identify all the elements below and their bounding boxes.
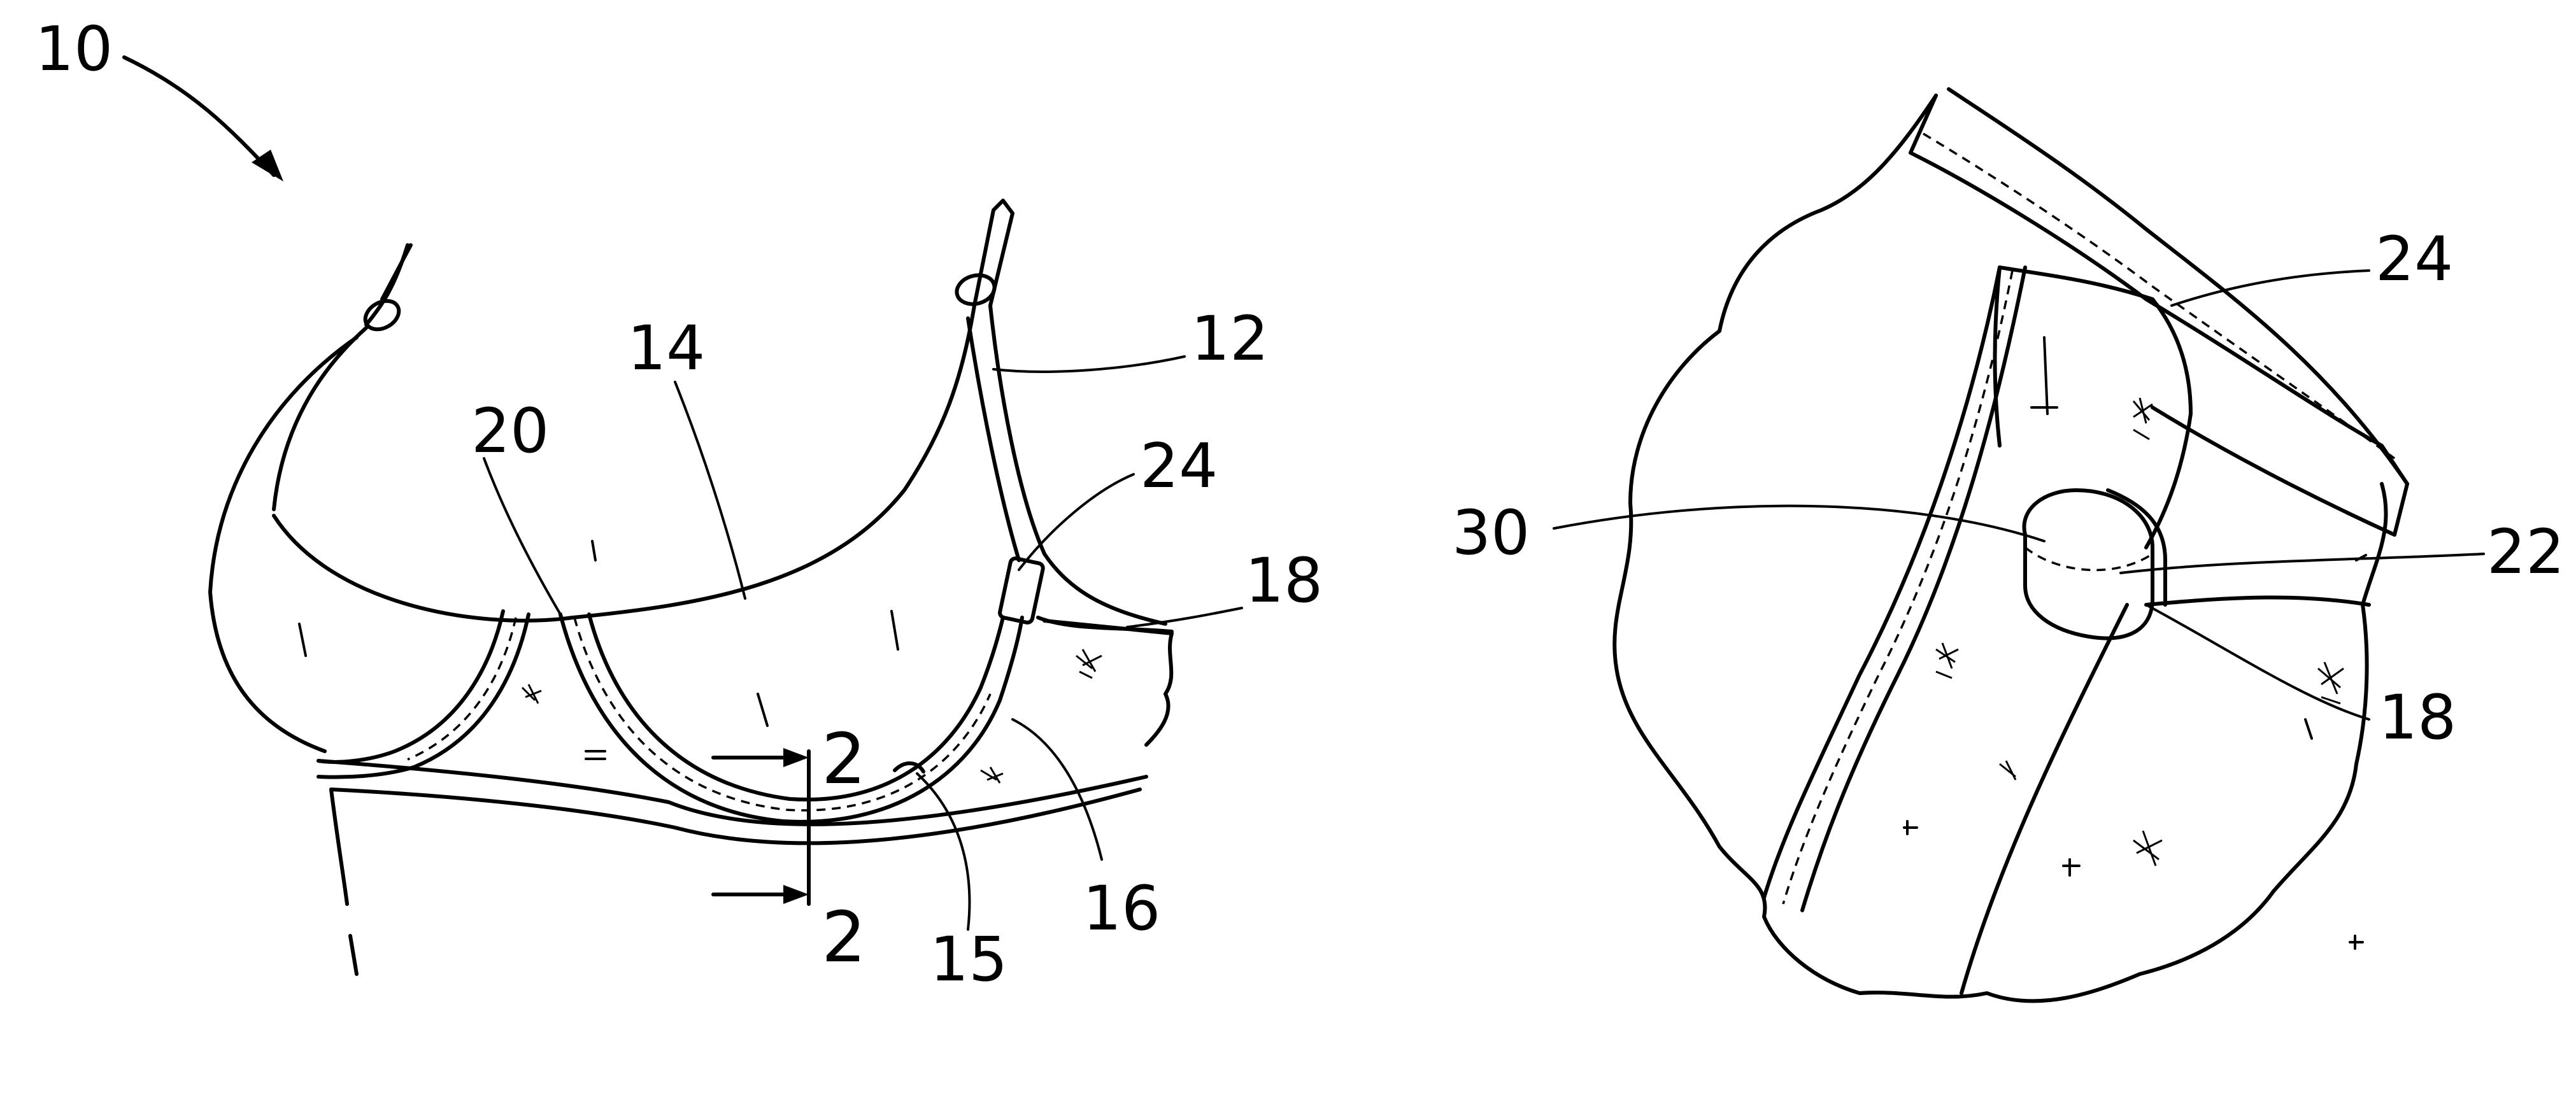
bra-figure: 2 2 10 12 14 20 24 18 16 15 bbox=[35, 13, 1323, 995]
left-cup-outline bbox=[210, 337, 357, 751]
detail-label-30: 30 bbox=[1452, 497, 1530, 569]
detail-label-18: 18 bbox=[2379, 682, 2456, 753]
cup-upper-edge bbox=[274, 306, 974, 621]
section-line-2-2: 2 2 bbox=[713, 718, 866, 978]
underwire-casing-left bbox=[318, 611, 503, 762]
side-wing bbox=[1044, 621, 1172, 745]
label-20: 20 bbox=[471, 395, 549, 467]
label-10: 10 bbox=[35, 13, 113, 85]
section-label-top: 2 bbox=[822, 718, 866, 800]
detail-fabric-boundary bbox=[1614, 95, 2386, 1001]
section-label-bottom: 2 bbox=[822, 896, 866, 978]
detail-figure: 24 30 22 18 bbox=[1452, 89, 2565, 1001]
assembly-pointer-arrow bbox=[124, 57, 274, 175]
detail-casing-strip bbox=[1764, 267, 2000, 898]
label-18: 18 bbox=[1245, 545, 1323, 616]
label-16: 16 bbox=[1083, 873, 1160, 944]
detail-strap bbox=[1911, 95, 2407, 535]
detail-wing-band bbox=[1961, 605, 2127, 993]
label-14: 14 bbox=[627, 313, 705, 384]
left-shoulder-strap bbox=[274, 245, 411, 509]
detail-label-22: 22 bbox=[2487, 516, 2565, 588]
label-24: 24 bbox=[1140, 430, 1218, 502]
label-12: 12 bbox=[1191, 303, 1269, 374]
detail-loop bbox=[2000, 267, 2191, 547]
wire-end-cap bbox=[2024, 490, 2165, 639]
underwire-casing-center bbox=[560, 614, 1022, 822]
detail-label-24: 24 bbox=[2375, 223, 2453, 295]
lower-band bbox=[318, 761, 1146, 824]
label-15: 15 bbox=[930, 924, 1007, 995]
right-shoulder-strap bbox=[953, 201, 1165, 624]
